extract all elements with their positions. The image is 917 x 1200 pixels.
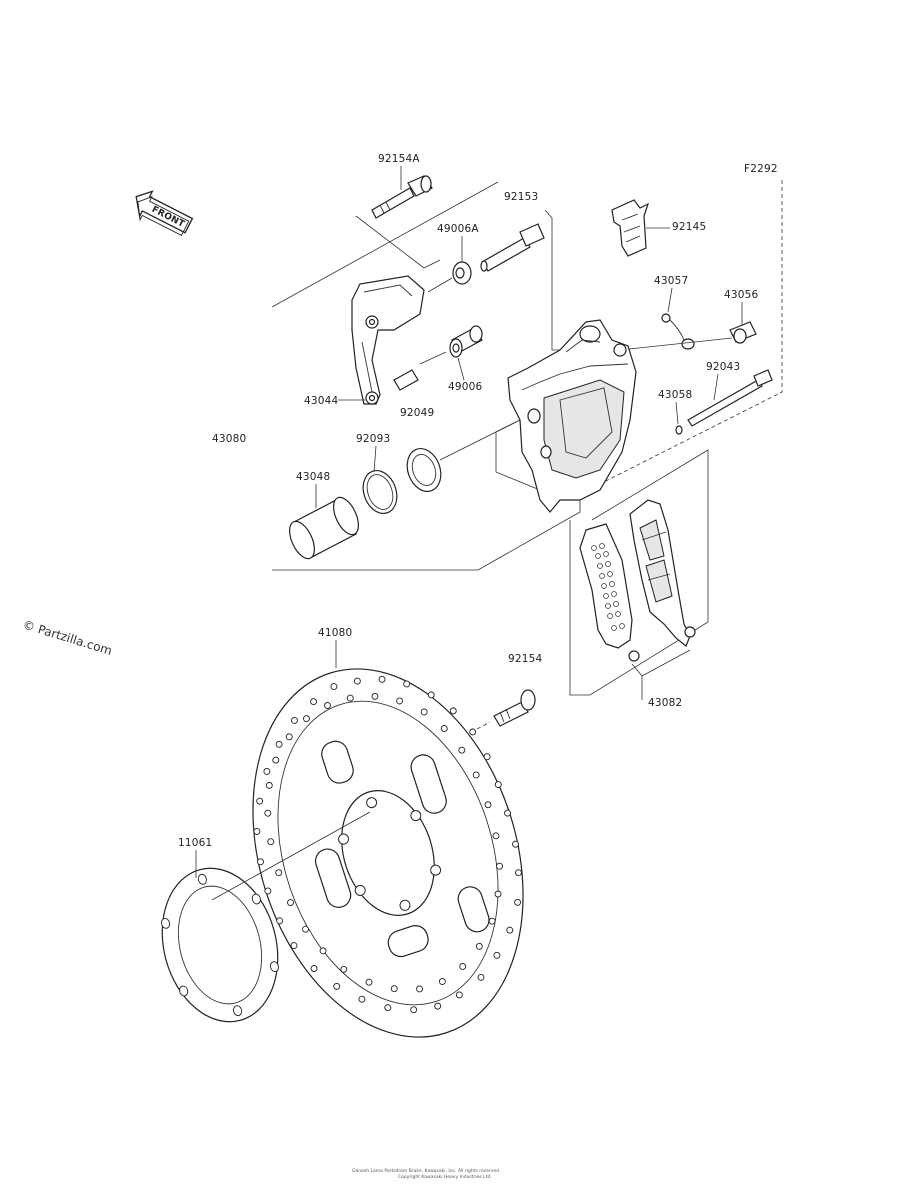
figure-code: F2292 bbox=[744, 163, 778, 175]
gasket-11061-icon bbox=[161, 867, 279, 1023]
part-label-43058: 43058 bbox=[658, 389, 692, 401]
bracket-43044-icon bbox=[351, 275, 425, 405]
lead-43082-bracket bbox=[631, 649, 691, 677]
pad-pin-92043-icon bbox=[687, 369, 773, 427]
part-label-49006a: 49006A bbox=[437, 223, 479, 235]
lead-92093 bbox=[373, 445, 377, 473]
partzilla-watermark: © Partzilla.com bbox=[21, 617, 114, 657]
front-arrow-icon: FRONT bbox=[135, 190, 194, 237]
lead-92043 bbox=[713, 373, 719, 401]
lead-92153 bbox=[544, 209, 560, 351]
brake-disc-41080-icon bbox=[252, 668, 524, 1038]
part-label-43048: 43048 bbox=[296, 471, 330, 483]
clip-43057-icon bbox=[661, 313, 695, 350]
spring-plate-92145-icon bbox=[611, 199, 650, 257]
bolt-92049-icon bbox=[393, 369, 419, 391]
axis-line bbox=[439, 419, 521, 461]
axis-line bbox=[619, 337, 733, 351]
assembly-frame bbox=[271, 180, 783, 696]
part-label-43057: 43057 bbox=[654, 275, 688, 287]
ring-43058-icon bbox=[675, 425, 683, 435]
bushing-49006a-icon bbox=[452, 261, 472, 285]
piston-43048-icon bbox=[289, 496, 359, 560]
pin-92153-icon bbox=[480, 223, 545, 272]
part-label-92093: 92093 bbox=[356, 433, 390, 445]
part-label-43080: 43080 bbox=[212, 433, 246, 445]
part-label-92154: 92154 bbox=[508, 653, 543, 665]
part-label-92043: 92043 bbox=[706, 361, 740, 373]
disc-mount-holes bbox=[338, 797, 442, 911]
collar-49006-icon bbox=[449, 325, 483, 358]
axis-line bbox=[423, 259, 441, 269]
bleeder-valve-43056-icon bbox=[729, 321, 757, 344]
part-label-92049: 92049 bbox=[400, 407, 434, 419]
bolt-92154a-icon bbox=[371, 175, 433, 219]
disc-vent-holes bbox=[253, 675, 522, 1014]
caliper-body-icon bbox=[507, 319, 637, 513]
footer-copyright-line1: Ganesh Lama Partsdrom Brake, Kawasaki, I… bbox=[352, 1168, 500, 1174]
lead-49006 bbox=[457, 357, 465, 381]
part-label-92145: 92145 bbox=[672, 221, 706, 233]
axis-line bbox=[211, 811, 371, 901]
part-label-43056: 43056 bbox=[724, 289, 759, 301]
brake-pads-43082-icon bbox=[579, 499, 696, 662]
axis-line bbox=[427, 277, 453, 293]
lead-43057 bbox=[667, 287, 673, 313]
bolt-92154-icon bbox=[493, 689, 536, 727]
part-label-11061: 11061 bbox=[178, 837, 212, 849]
part-label-43044: 43044 bbox=[304, 395, 339, 407]
part-label-92153: 92153 bbox=[504, 191, 538, 203]
part-label-92154a: 92154A bbox=[378, 153, 420, 165]
seal-92093-icon bbox=[362, 448, 442, 514]
part-label-41080: 41080 bbox=[318, 627, 352, 639]
part-label-49006: 49006 bbox=[448, 381, 483, 393]
footer-copyright-line2: Copyright Kawasaki Heavy Industries Ltd. bbox=[398, 1174, 492, 1180]
lead-43058 bbox=[675, 401, 679, 425]
part-label-43082: 43082 bbox=[648, 697, 682, 709]
axis-line bbox=[355, 215, 425, 269]
axis-line bbox=[419, 351, 447, 365]
